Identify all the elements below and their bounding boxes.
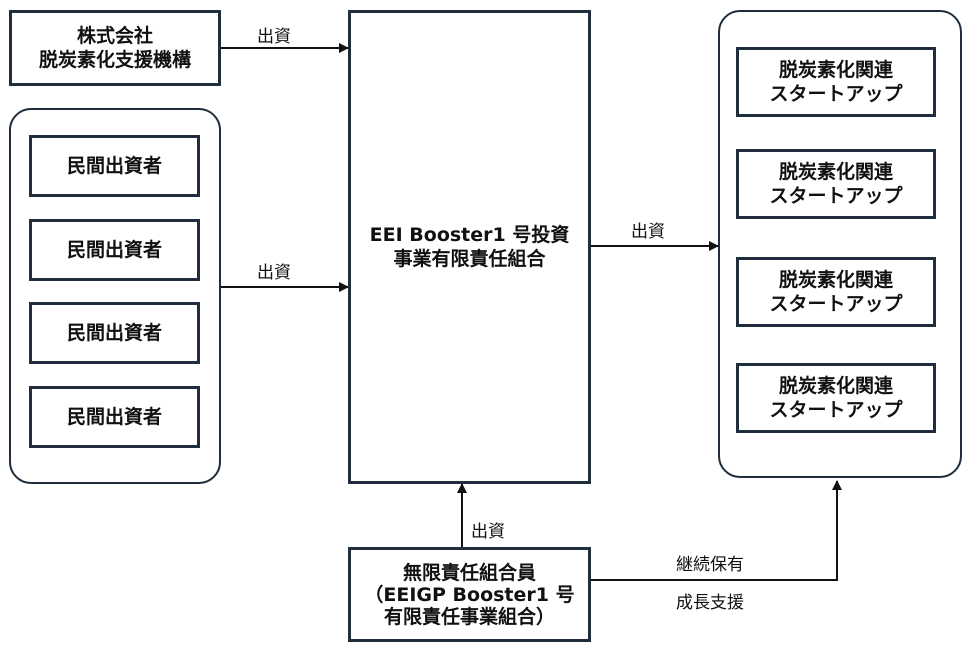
fund-box: EEI Booster1 号投資 事業有限責任組合	[348, 10, 591, 484]
jic-name-line2: 脱炭素化支援機構	[38, 49, 191, 71]
gp-name-line3: 有限責任事業組合）	[383, 605, 555, 628]
edge-label-gp-investment: 出資	[471, 522, 505, 542]
fund-name-line2: 事業有限責任組合	[393, 248, 546, 270]
edge-label-growth-support: 成長支援	[676, 593, 744, 613]
fund-name-line1: EEI Booster1 号投資	[369, 224, 570, 246]
edge-label-jic-investment: 出資	[257, 27, 291, 47]
private-investor-box: 民間出資者	[29, 386, 200, 448]
startup-box: 脱炭素化関連 スタートアップ	[736, 149, 936, 219]
edge-label-private-investment: 出資	[257, 263, 291, 283]
startup-box: 脱炭素化関連 スタートアップ	[736, 47, 936, 117]
edge-label-fund-investment: 出資	[631, 222, 665, 242]
gp-box: 無限責任組合員 （EEIGP Booster1 号 有限責任事業組合）	[348, 547, 591, 642]
startup-box: 脱炭素化関連 スタートアップ	[736, 363, 936, 433]
startup-label-line1: 脱炭素化関連	[778, 59, 893, 81]
jic-name-line1: 株式会社	[76, 25, 153, 47]
private-investor-box: 民間出資者	[29, 302, 200, 364]
startup-label-line2: スタートアップ	[769, 399, 903, 421]
jic-box: 株式会社 脱炭素化支援機構	[9, 10, 221, 86]
startup-label-line1: 脱炭素化関連	[778, 269, 893, 291]
startup-box: 脱炭素化関連 スタートアップ	[736, 257, 936, 327]
edge-label-continued-holding: 継続保有	[676, 555, 744, 575]
startup-label-line2: スタートアップ	[769, 83, 903, 105]
private-investor-box: 民間出資者	[29, 135, 200, 197]
gp-name-line1: 無限責任組合員	[402, 561, 536, 584]
startup-label-line2: スタートアップ	[769, 185, 903, 207]
arrow-gp-to-startups	[591, 480, 842, 581]
startup-label-line1: 脱炭素化関連	[778, 375, 893, 397]
private-investor-label: 民間出資者	[66, 155, 162, 177]
private-investor-label: 民間出資者	[66, 322, 162, 344]
startup-label-line2: スタートアップ	[769, 293, 903, 315]
startup-label-line1: 脱炭素化関連	[778, 161, 893, 183]
private-investor-box: 民間出資者	[29, 219, 200, 281]
gp-name-line2: （EEIGP Booster1 号	[364, 583, 575, 606]
private-investor-label: 民間出資者	[66, 406, 162, 428]
private-investor-label: 民間出資者	[66, 239, 162, 261]
